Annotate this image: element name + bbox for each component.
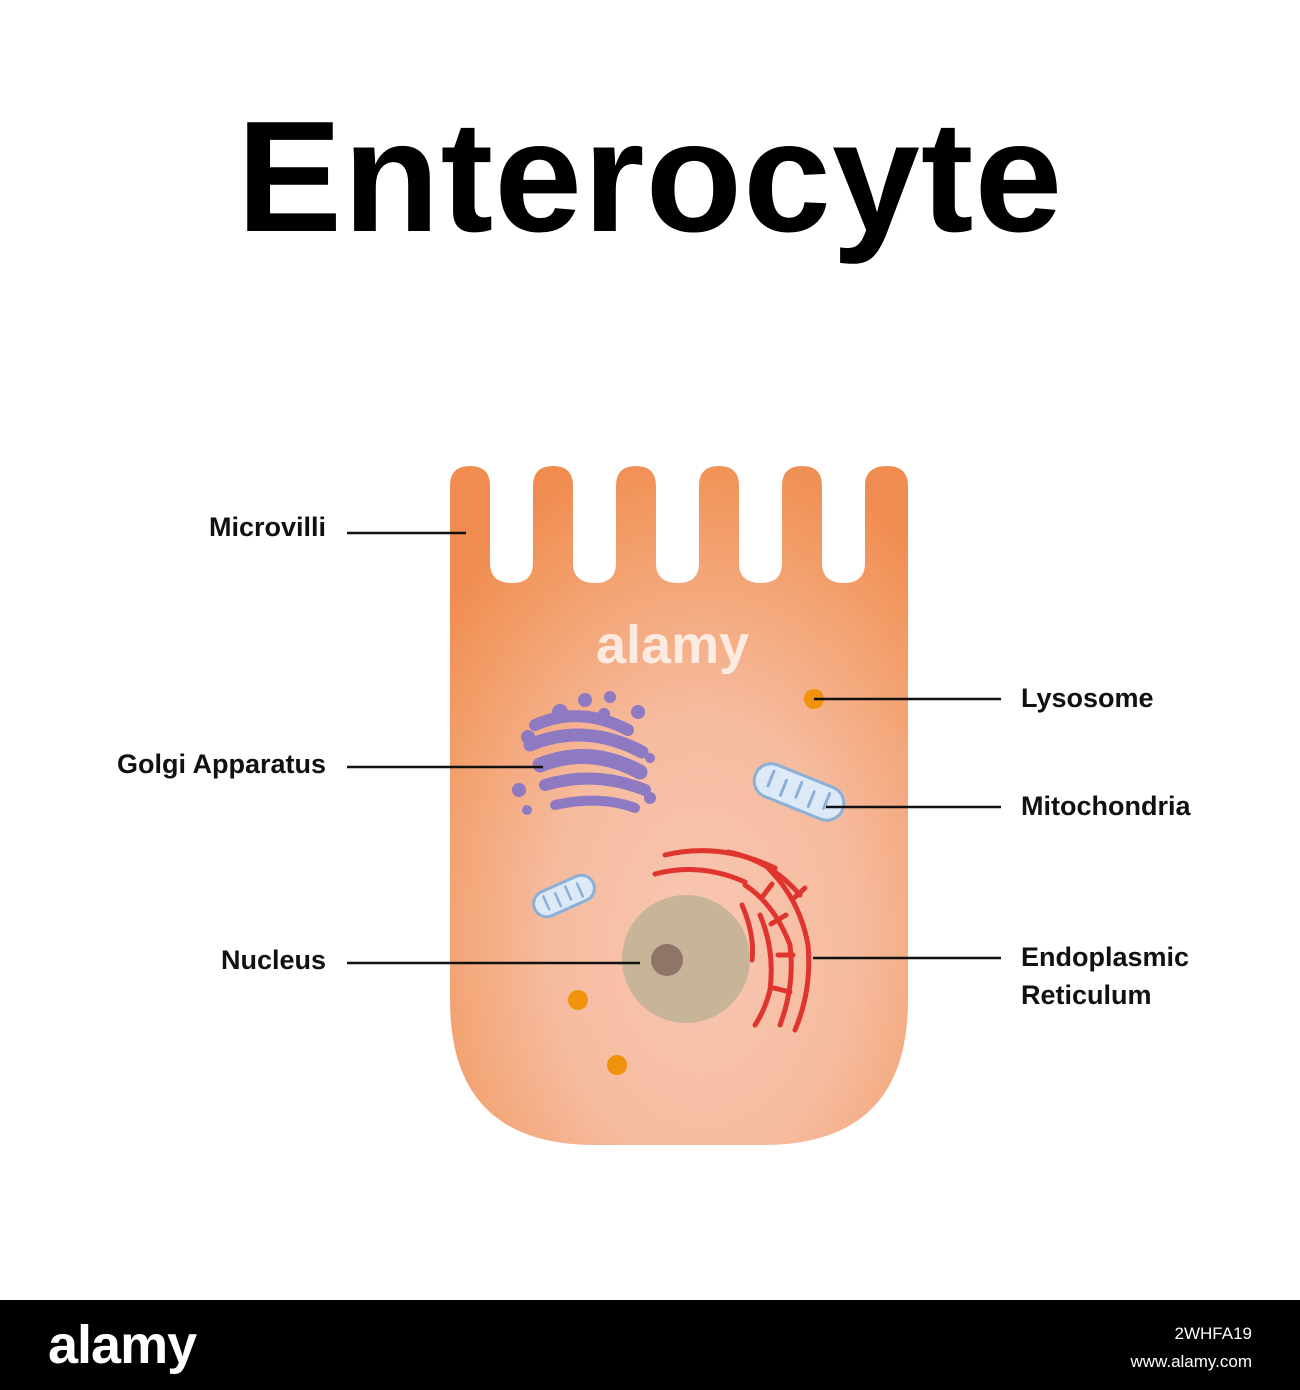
label-nucleus: Nucleus [220,945,326,975]
footer-info: 2WHFA19 www.alamy.com [1130,1320,1252,1376]
cell-body [450,466,908,1145]
footer-image-id: 2WHFA19 [1174,1324,1252,1343]
label-er-line2: Reticulum [1021,980,1152,1010]
lysosome [568,990,588,1010]
label-golgi-apparatus: Golgi Apparatus [116,749,326,779]
lysosome [607,1055,627,1075]
watermark: alamy [596,615,750,675]
label-microvilli: Microvilli [208,512,326,542]
nucleolus [651,944,683,976]
label-er-line1: Endoplasmic [1021,942,1190,972]
leader-lines [347,531,1001,965]
enterocyte-diagram [347,466,1001,1145]
nucleus [622,895,750,1023]
mitochondrion-left [532,873,596,919]
label-lysosome: Lysosome [1021,683,1154,713]
endoplasmic-reticulum [652,848,812,1033]
footer-bar: alamy 2WHFA19 www.alamy.com [0,1300,1300,1390]
label-mitochondria: Mitochondria [1021,791,1191,821]
diagram-title: Enterocyte [236,89,1064,265]
mitochondrion-right [752,762,846,822]
golgi-apparatus [512,691,656,815]
label-endoplasmic-reticulum: Endoplasmic Reticulum [1021,938,1281,1014]
footer-site: www.alamy.com [1130,1352,1252,1371]
footer-logo: alamy [48,1315,197,1375]
